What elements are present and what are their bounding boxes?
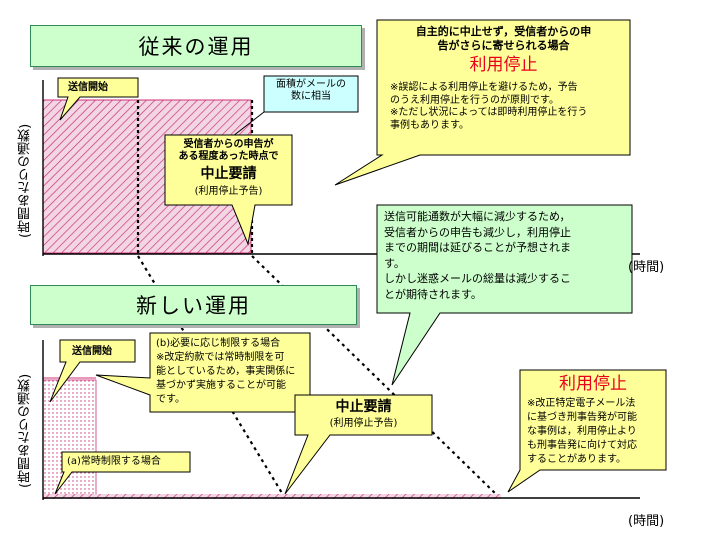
bottom-stop-note: ※改正特定電子メール法 に基づき刑事告発が可能 な事例は，利用停止より も刑事告… (527, 398, 637, 465)
bottom-stop-bubble (507, 369, 667, 493)
bottom-title: 新しい運用 (30, 285, 357, 325)
bottom-y-axis-label: (時間あたりの通数) (18, 373, 33, 488)
top-send-start-label: 送信開始 (68, 82, 108, 93)
top-send-start-bubble (57, 77, 139, 121)
area-note-box (263, 75, 359, 113)
bottom-mail-area-limited (43, 494, 501, 499)
top-x-axis-label: (時間) (628, 260, 665, 275)
bottom-mail-area-initial (42, 379, 97, 497)
limit-b-text: (b)必要に応じ制限する場合 ※改定約款では常時制限を可 能としているため，事実… (156, 338, 296, 405)
middle-note-text: 送信可能通数が大幅に減少するため， 受信者からの申告も減少し，利用停止 までの期… (384, 210, 571, 301)
bottom-x-axis-label: (時間) (628, 514, 665, 529)
limit-a-bubble (54, 451, 191, 495)
top-request-intro: 受信者からの申告が ある程度あった時点で (178, 139, 279, 162)
bottom-request-sub: (利用停止予告) (329, 418, 398, 429)
top-request-bubble (164, 134, 293, 246)
bottom-send-start-bubble (49, 339, 136, 403)
top-request-sub: (利用停止予告) (194, 186, 263, 197)
bottom-request-bubble (284, 394, 433, 495)
top-stop-bubble (334, 19, 631, 186)
bottom-send-start-label: 送信開始 (72, 346, 112, 357)
top-stop-note: ※誤認による利用停止を避けるため，予告 のうえ利用停止を行うのが原則です。 ※た… (390, 82, 588, 131)
top-stop-intro: 自主的に中止せず，受信者からの申 告がさらに寄せられる場合 (415, 25, 592, 52)
bottom-request-title: 中止要請 (335, 399, 392, 415)
limit-a-text: (a)常時制限する場合 (67, 456, 161, 467)
top-stop-title: 利用停止 (469, 55, 538, 75)
top-y-axis-label: (時間あたりの通数) (18, 123, 33, 238)
middle-note-bubble (376, 204, 633, 386)
top-request-title: 中止要請 (200, 166, 257, 182)
limit-b-bubble (95, 332, 311, 413)
bottom-stop-title: 利用停止 (559, 374, 627, 394)
top-title: 従来の運用 (30, 25, 362, 67)
area-note-text: 面積がメールの 数に相当 (276, 79, 346, 102)
